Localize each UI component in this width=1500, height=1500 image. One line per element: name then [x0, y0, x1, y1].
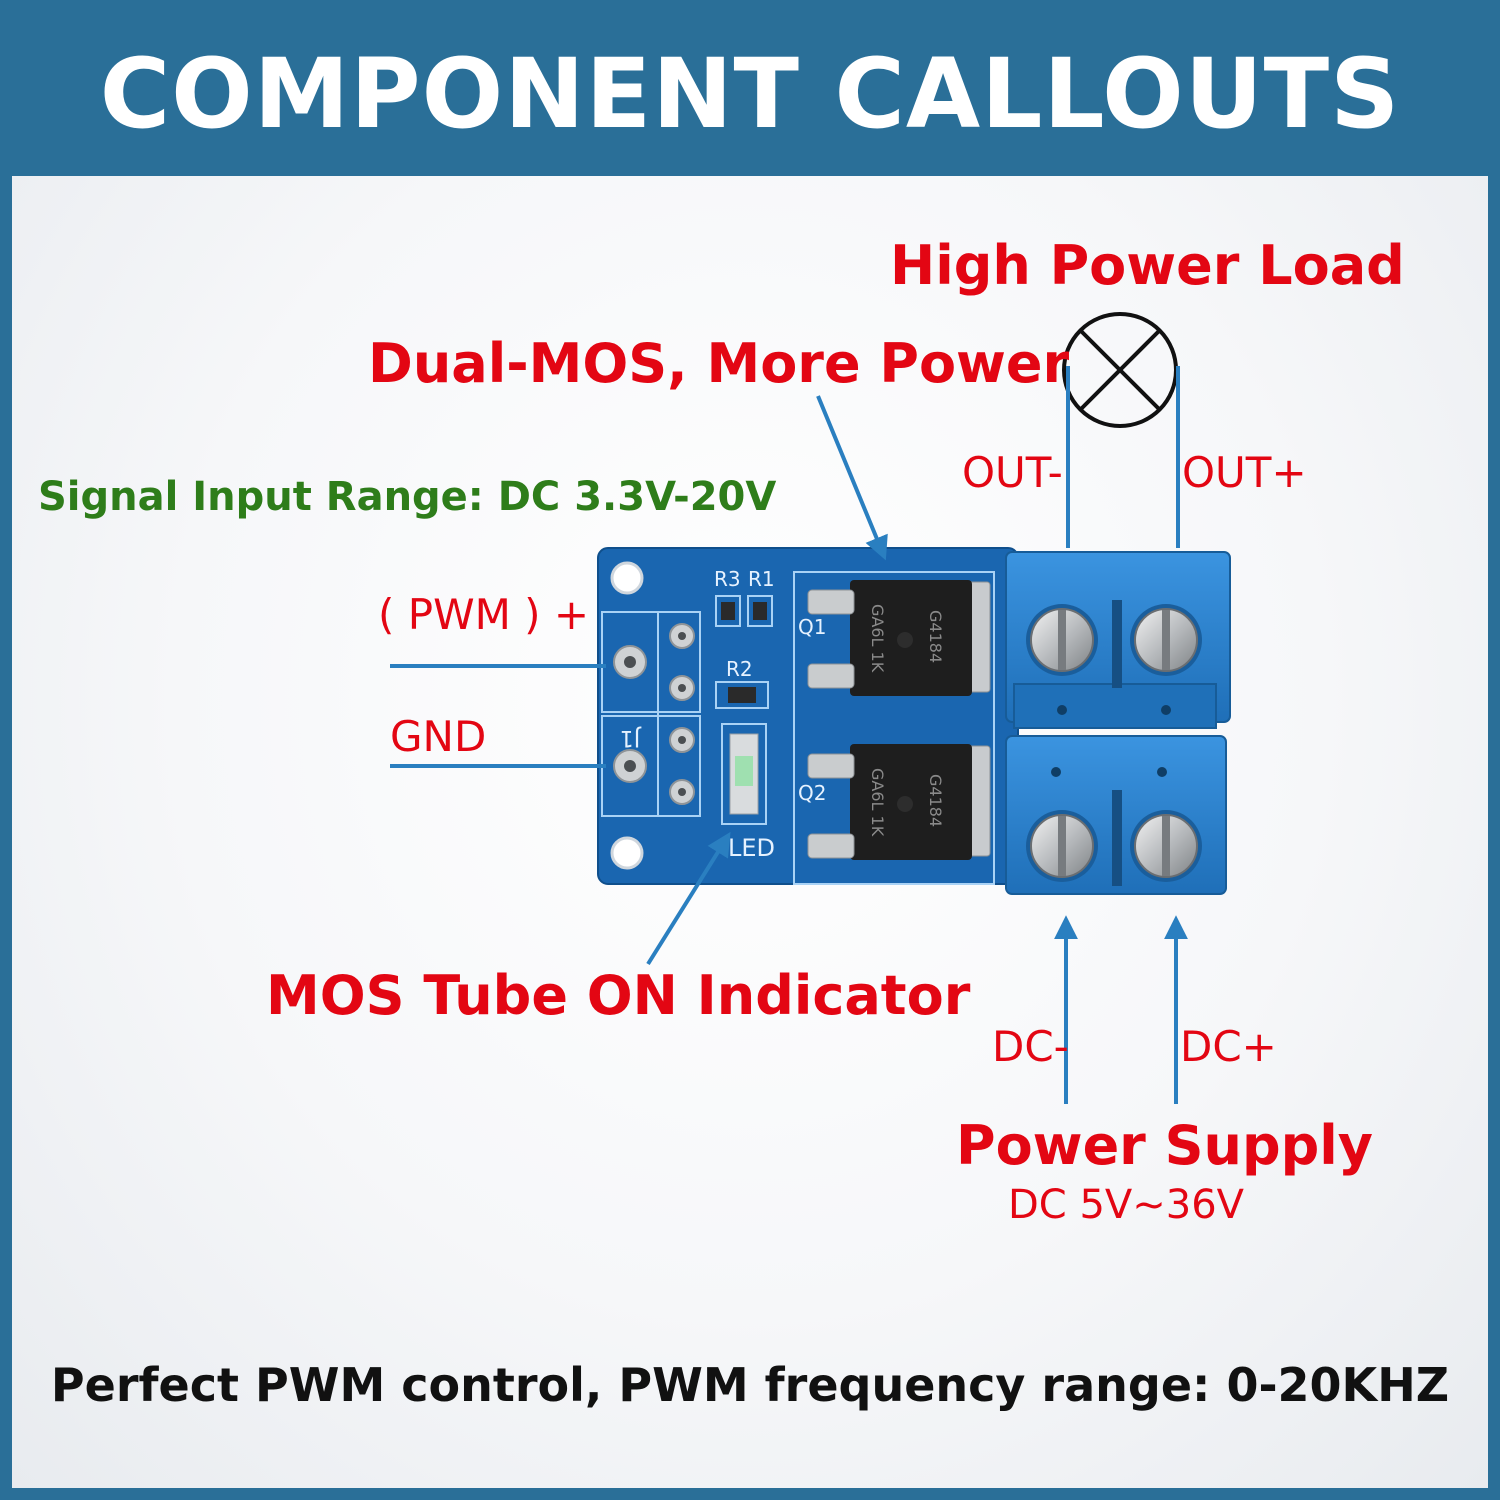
terminal-block-power — [1005, 735, 1227, 895]
callout-power-supply: Power Supply — [956, 1114, 1373, 1177]
silk-r3: R3 — [714, 567, 741, 591]
chip-marking: GA6L 1K — [868, 768, 887, 837]
footer-text: Perfect PWM control, PWM frequency range… — [50, 1358, 1450, 1412]
silk-r2: R2 — [726, 657, 753, 681]
callout-out-plus: OUT+ — [1182, 448, 1307, 497]
mos-pointer-arrow — [816, 395, 888, 561]
silk-j1: J1 — [620, 725, 643, 750]
mosfet-q1: GA6L 1K G4184 — [807, 580, 991, 696]
callout-power-range: DC 5V~36V — [1008, 1182, 1245, 1228]
silk-led: LED — [728, 834, 775, 862]
output-wires — [1066, 366, 1180, 548]
mount-hole — [610, 561, 644, 595]
chip-marking: GA6L 1K — [868, 604, 887, 673]
indicator-pointer-arrow — [646, 831, 731, 966]
mount-hole — [610, 836, 644, 870]
callout-gnd: GND — [390, 712, 487, 761]
callout-out-minus: OUT- — [962, 448, 1063, 497]
lamp-load-icon — [1062, 312, 1178, 428]
chip-marking: G4184 — [926, 610, 945, 663]
callout-dual-mos: Dual-MOS, More Power — [368, 332, 1070, 395]
header-banner: COMPONENT CALLOUTS — [12, 12, 1488, 176]
page-title: COMPONENT CALLOUTS — [99, 38, 1401, 150]
mosfet-q2: GA6L 1K G4184 — [807, 744, 991, 860]
silk-r1: R1 — [748, 567, 775, 591]
callout-high-power-load: High Power Load — [890, 234, 1405, 297]
pcb-board: J1 R3 R1 R2 LED — [597, 547, 1019, 885]
chip-marking: G4184 — [926, 774, 945, 827]
power-arrows — [1054, 915, 1188, 1104]
terminal-block-output — [1005, 551, 1231, 729]
led-indicator — [721, 723, 767, 825]
callout-dc-plus: DC+ — [1180, 1022, 1277, 1071]
silk-q1: Q1 — [798, 615, 826, 639]
resistor-r3 — [715, 595, 741, 627]
callout-dc-minus: DC- — [992, 1022, 1069, 1071]
callout-mos-indicator: MOS Tube ON Indicator — [266, 964, 971, 1027]
silk-q2: Q2 — [798, 781, 826, 805]
callout-pwm: ( PWM ) + — [378, 590, 590, 639]
header-pads — [613, 623, 695, 805]
resistor-r2 — [715, 681, 769, 709]
input-lines — [390, 664, 606, 768]
resistor-r1 — [747, 595, 773, 627]
callout-signal-range: Signal Input Range: DC 3.3V-20V — [38, 474, 777, 520]
